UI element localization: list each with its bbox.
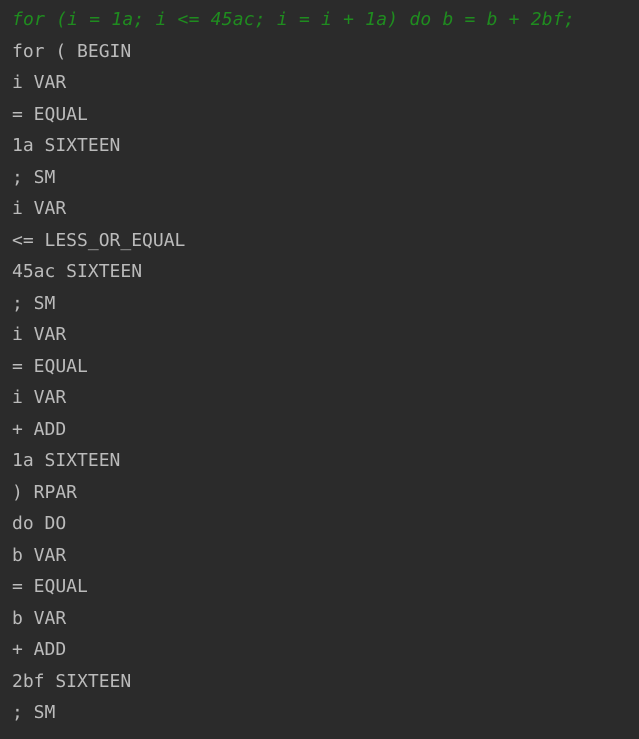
token-line: = EQUAL [12,355,88,377]
token-line: i VAR [12,198,67,219]
token-line: ; SM [12,292,56,314]
token-line: = EQUAL [12,103,88,125]
token-line: = EQUAL [12,576,88,597]
token-line: + ADD [12,639,67,660]
token-line: for ( BEGIN [12,40,132,62]
input-echo-line: for (i = 1a; i <= 45ac; i = i + 1a) do b… [12,9,575,30]
token-line: i VAR [12,72,67,93]
token-line: do DO [12,513,67,534]
token-line: <= LESS_OR_EQUAL [12,229,186,251]
token-line: b VAR [12,607,67,629]
token-line: ; SM [12,702,56,723]
token-line: ) RPAR [12,481,78,503]
token-line: 2bf SIXTEEN [12,670,132,692]
token-line: 45ac SIXTEEN [12,261,143,282]
token-line: 1a SIXTEEN [12,135,121,156]
token-line: i VAR [12,387,67,408]
token-line: i VAR [12,324,67,345]
token-line: 1a SIXTEEN [12,450,121,471]
token-line: b VAR [12,544,67,566]
token-line: + ADD [12,418,67,440]
token-line: ; SM [12,166,56,188]
